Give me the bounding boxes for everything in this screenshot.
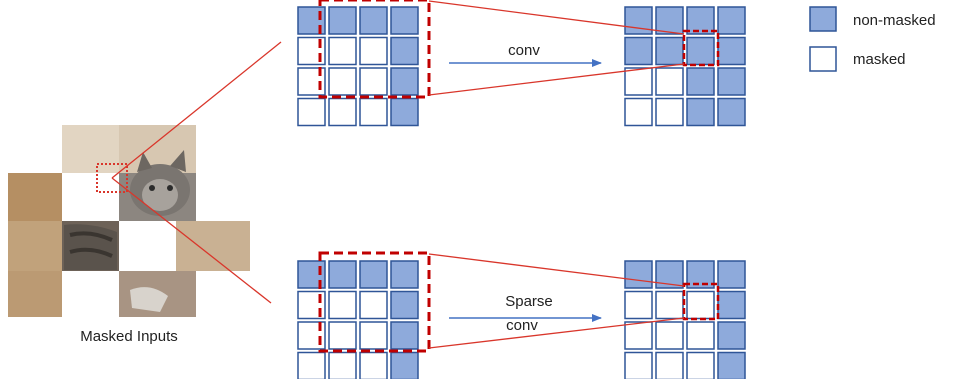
non-masked-cell xyxy=(686,67,715,96)
non-masked-cell xyxy=(297,260,326,289)
non-masked-cell xyxy=(686,36,715,66)
cat-stripe xyxy=(69,231,113,242)
masked-patch xyxy=(119,221,176,271)
non-masked-cell xyxy=(686,97,715,127)
zoom-line xyxy=(111,41,282,179)
legend: non-masked masked xyxy=(809,6,936,72)
output-cell-highlight xyxy=(682,282,720,321)
masked-cell xyxy=(655,67,684,96)
non-masked-cell xyxy=(717,351,746,379)
non-masked-cell xyxy=(655,36,684,66)
non-masked-cell xyxy=(624,260,653,289)
legend-swatch-masked xyxy=(809,46,837,72)
masked-cell xyxy=(328,67,357,96)
zoom-line xyxy=(111,177,272,304)
masked-cell xyxy=(359,290,388,320)
non-masked-cell xyxy=(390,67,419,96)
non-masked-cell xyxy=(390,351,419,379)
masked-cell xyxy=(297,97,326,127)
legend-label-non-masked: non-masked xyxy=(853,12,936,29)
non-masked-cell xyxy=(717,321,746,350)
image-caption: Masked Inputs xyxy=(80,328,178,345)
sparse-conv-label-line2: conv xyxy=(506,317,538,334)
cat-ear xyxy=(137,152,152,172)
non-masked-cell xyxy=(686,260,715,289)
non-masked-cell xyxy=(390,6,419,35)
non-masked-cell xyxy=(359,6,388,35)
cat-body xyxy=(64,224,117,270)
projection-line xyxy=(428,317,685,349)
photo-patch xyxy=(8,271,62,317)
masked-cell xyxy=(328,351,357,379)
masked-input-image xyxy=(8,125,250,317)
bottom-output-grid xyxy=(624,260,746,379)
kernel-window-box xyxy=(318,0,431,99)
non-masked-cell xyxy=(359,260,388,289)
non-masked-cell xyxy=(717,290,746,320)
kernel-window-box xyxy=(318,251,431,353)
masked-cell xyxy=(624,290,653,320)
masked-cell xyxy=(359,36,388,66)
non-masked-cell xyxy=(717,67,746,96)
non-masked-cell xyxy=(717,97,746,127)
non-masked-cell xyxy=(717,6,746,35)
masked-cell xyxy=(655,97,684,127)
masked-patch xyxy=(62,173,119,221)
non-masked-cell xyxy=(328,6,357,35)
non-masked-cell xyxy=(717,260,746,289)
projection-line xyxy=(428,253,685,287)
masked-cell xyxy=(624,67,653,96)
masked-cell xyxy=(328,97,357,127)
cat-paw xyxy=(130,287,168,312)
masked-cell xyxy=(686,290,715,320)
non-masked-cell xyxy=(390,97,419,127)
non-masked-cell xyxy=(390,36,419,66)
non-masked-cell xyxy=(655,6,684,35)
masked-cell xyxy=(655,321,684,350)
masked-cell xyxy=(624,97,653,127)
output-cell-highlight xyxy=(682,29,720,67)
photo-patch xyxy=(176,221,250,271)
legend-swatch-non-masked xyxy=(809,6,837,32)
masked-cell xyxy=(328,36,357,66)
masked-cell xyxy=(624,351,653,379)
projection-line xyxy=(428,63,685,96)
non-masked-cell xyxy=(390,290,419,320)
masked-cell xyxy=(359,321,388,350)
masked-cell xyxy=(686,321,715,350)
non-masked-cell xyxy=(717,36,746,66)
non-masked-cell xyxy=(624,36,653,66)
masked-cell xyxy=(328,290,357,320)
legend-label-masked: masked xyxy=(853,51,906,68)
conv-arrow-label: conv xyxy=(508,42,540,59)
masked-cell xyxy=(686,351,715,379)
projection-line xyxy=(428,0,685,35)
masked-cell xyxy=(655,351,684,379)
cat-eye xyxy=(167,185,173,191)
non-masked-cell xyxy=(390,321,419,350)
masked-cell xyxy=(624,321,653,350)
masked-cell xyxy=(328,321,357,350)
masked-patch xyxy=(62,271,119,317)
cat-stripe xyxy=(69,247,113,258)
masked-cell xyxy=(359,67,388,96)
masked-cell xyxy=(359,97,388,127)
sparse-conv-label-line1: Sparse xyxy=(505,293,553,310)
masked-cell xyxy=(297,351,326,379)
bottom-input-grid xyxy=(297,260,419,379)
photo-patch xyxy=(8,221,62,271)
focus-region-box xyxy=(96,163,128,193)
cat-ear xyxy=(170,150,186,172)
photo-patch xyxy=(8,173,62,221)
masked-cell xyxy=(359,351,388,379)
non-masked-cell xyxy=(390,260,419,289)
top-input-grid xyxy=(297,6,419,127)
cat-eye xyxy=(149,185,155,191)
non-masked-cell xyxy=(686,6,715,35)
non-masked-cell xyxy=(328,260,357,289)
top-output-grid xyxy=(624,6,746,127)
masked-cell xyxy=(655,290,684,320)
